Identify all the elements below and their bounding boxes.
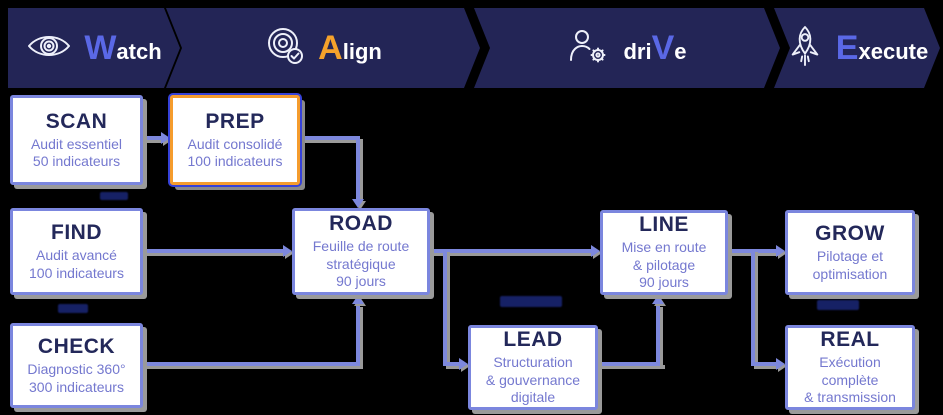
connector-lead-line-h	[598, 362, 662, 366]
node-line-line3: 90 jours	[639, 274, 689, 291]
node-grow-line1: Pilotage et	[816, 248, 884, 264]
illegible-text-mark-below-scan	[100, 192, 128, 200]
phase-watch-label: atch	[116, 39, 162, 64]
node-check: CHECK Diagnostic 360° 300 indicateurs	[10, 323, 143, 408]
phase-align-label: lign	[342, 39, 382, 64]
node-prep-title: PREP	[205, 109, 265, 133]
node-prep-highlighted: PREP Audit consolidé 100 indicateurs	[170, 95, 300, 185]
arrowhead-into-road-left	[283, 245, 292, 257]
connector-check-road-v	[356, 304, 360, 366]
phase-drive-prefix: dri	[623, 39, 652, 64]
phase-drive-initial: V	[651, 29, 675, 67]
node-grow: GROW Pilotage et optimisation	[785, 210, 915, 295]
illegible-text-mark-above-real	[817, 300, 859, 310]
illegible-text-mark-above-lead	[500, 296, 562, 307]
node-find: FIND Audit avancé 100 indicateurs	[10, 208, 143, 295]
node-road: ROAD Feuille de route stratégique 90 jou…	[292, 208, 430, 295]
node-line-line1: Mise en route	[621, 239, 707, 256]
node-line-title: LINE	[639, 213, 689, 237]
node-grow-line2: optimisation	[812, 265, 888, 282]
node-road-title: ROAD	[329, 212, 393, 236]
node-find-title: FIND	[51, 221, 102, 244]
eye-icon	[26, 30, 72, 67]
phase-drive-label: e	[674, 39, 687, 64]
arrowhead-into-line-left	[591, 245, 600, 257]
node-real-line1: Exécution	[819, 354, 881, 371]
node-real-line3: & transmission	[804, 389, 896, 406]
connector-scan-prep	[143, 136, 162, 140]
phase-align-initial: A	[318, 29, 343, 67]
connector-road-lead-h	[443, 362, 460, 366]
person-gear-icon	[567, 27, 611, 70]
node-grow-title: GROW	[815, 222, 885, 245]
node-scan-line2: 50 indicateurs	[32, 153, 121, 169]
node-road-line1: Feuille de route	[312, 238, 410, 255]
phase-execute-label: xecute	[858, 39, 929, 64]
node-real: REAL Exécution complète & transmission	[785, 325, 915, 410]
connector-check-road-h	[143, 362, 360, 366]
node-lead: LEAD Structuration & gouvernance digital…	[468, 325, 598, 410]
node-real-line2: complète	[821, 371, 879, 388]
node-road-line3: 90 jours	[336, 273, 386, 290]
node-lead-line1: Structuration	[493, 354, 573, 371]
phase-banner-watch: W atch	[8, 8, 180, 88]
node-check-line2: 300 indicateurs	[29, 378, 124, 395]
node-scan-title: SCAN	[45, 109, 108, 133]
arrowhead-into-road-top	[352, 199, 364, 208]
arrowhead-into-real	[776, 358, 785, 370]
connector-lead-line-v	[656, 304, 660, 366]
phase-banner-drive: dri V e	[474, 8, 780, 88]
node-line-line2: & pilotage	[632, 256, 696, 273]
connector-line-real-h	[751, 362, 777, 366]
illegible-text-mark-below-find	[58, 304, 88, 313]
node-check-line1: Diagnostic 360°	[27, 361, 126, 377]
node-find-line1: Audit avancé	[36, 247, 117, 263]
radar-check-icon	[264, 25, 306, 72]
connector-road-line	[430, 249, 592, 253]
node-check-title: CHECK	[37, 335, 116, 358]
node-line: LINE Mise en route & pilotage 90 jours	[600, 210, 728, 295]
phase-banner-align: A lign	[166, 8, 480, 88]
node-find-line2: 100 indicateurs	[29, 264, 124, 281]
node-lead-line2: & gouvernance	[485, 371, 581, 388]
node-real-title: REAL	[820, 328, 880, 352]
phase-watch-initial: W	[84, 29, 117, 67]
node-scan-line1: Audit essentiel	[30, 135, 123, 152]
arrowhead-into-line-bottom	[652, 295, 664, 304]
arrowhead-into-grow	[776, 245, 785, 257]
arrowhead-into-road-bottom	[352, 295, 364, 304]
connector-road-lead-v	[443, 249, 447, 366]
node-lead-line3: digitale	[510, 389, 556, 406]
phase-banner-execute: E xecute	[774, 8, 940, 88]
connector-line-real-v	[751, 249, 755, 366]
connector-prep-road-v	[356, 136, 360, 200]
connector-prep-road-h	[300, 136, 360, 140]
node-prep-line1: Audit consolidé	[187, 135, 283, 152]
node-scan: SCAN Audit essentiel 50 indicateurs	[10, 95, 143, 185]
connector-find-road	[143, 249, 283, 253]
arrowhead-into-prep	[161, 132, 170, 144]
arrowhead-into-lead	[459, 358, 468, 370]
node-road-line2: stratégique	[326, 255, 396, 272]
phase-execute-initial: E	[835, 29, 859, 67]
node-lead-title: LEAD	[503, 328, 563, 352]
rocket-icon	[786, 24, 824, 73]
node-prep-line2: 100 indicateurs	[187, 153, 283, 169]
